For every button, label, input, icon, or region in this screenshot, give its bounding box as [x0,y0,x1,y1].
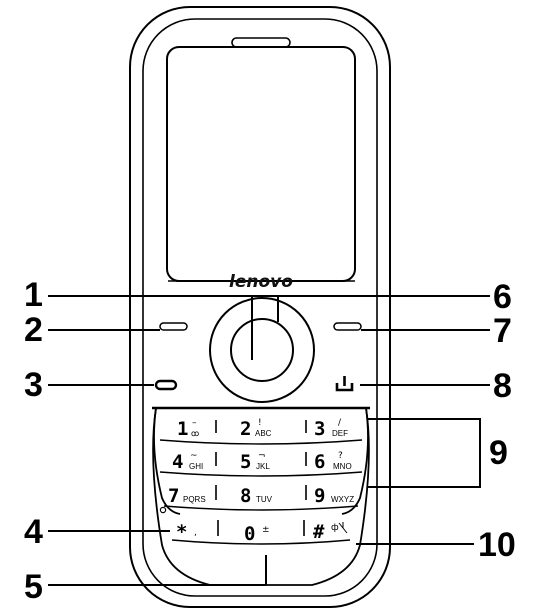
svg-text:!: ! [258,418,262,428]
svg-text:¬: ¬ [258,451,266,461]
svg-text:ф: ф [331,523,339,533]
callout-5: 5 [24,568,43,606]
svg-text:#: # [313,521,325,543]
svg-text:–: – [192,418,197,428]
svg-text:5: 5 [240,451,251,473]
svg-text:GHI: GHI [189,462,203,471]
callout-6: 6 [493,278,512,316]
svg-text:6: 6 [314,451,325,473]
svg-text:*: * [176,521,187,543]
callout-8: 8 [493,367,512,405]
svg-text:PQRS: PQRS [183,495,206,504]
svg-text:±: ± [262,525,270,535]
svg-text:JKL: JKL [256,462,270,471]
svg-text:?: ? [338,451,343,461]
svg-text:WXYZ: WXYZ [331,495,354,504]
svg-text:1: 1 [177,418,188,440]
svg-text:~: ~ [190,451,198,461]
callout-2: 2 [24,311,43,349]
svg-text:9: 9 [314,485,325,507]
svg-text:4: 4 [172,451,183,473]
callout-10: 10 [478,526,516,564]
svg-text:ꝏ: ꝏ [191,429,199,438]
svg-text:2: 2 [240,418,251,440]
key-1[interactable]: 1 – ꝏ [177,418,199,440]
callout-3: 3 [24,366,43,404]
svg-text:7: 7 [168,485,179,507]
callout-7: 7 [493,312,512,350]
svg-text:3: 3 [314,418,325,440]
svg-text:DEF: DEF [332,429,348,438]
svg-text:TUV: TUV [256,495,273,504]
display-screen [167,47,355,281]
svg-text:MNO: MNO [333,462,352,471]
callout-9: 9 [489,434,508,472]
svg-text:ABC: ABC [255,429,272,438]
svg-text:,: , [194,528,197,538]
brand-logo: lenovo [229,272,293,292]
callout-4: 4 [24,513,43,551]
center-ok-key-icon[interactable] [231,319,293,381]
callout-1: 1 [24,276,43,314]
svg-text:8: 8 [240,485,251,507]
svg-text:0: 0 [244,523,255,545]
